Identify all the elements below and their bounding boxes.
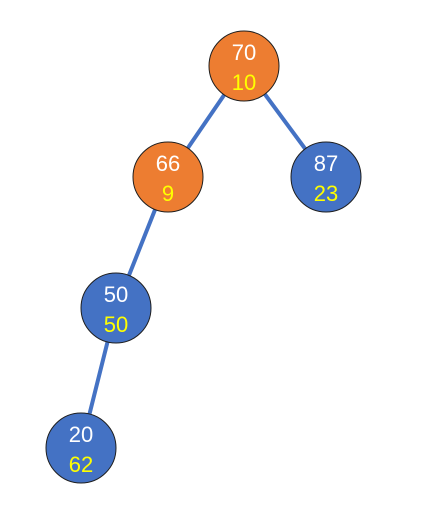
node-priority-label: 10 — [232, 70, 256, 95]
edges-layer — [79, 64, 328, 449]
node-circle — [290, 141, 362, 213]
node-key-label: 50 — [104, 282, 128, 307]
node-priority-label: 50 — [104, 312, 128, 337]
node-circle — [45, 412, 117, 484]
node-priority-label: 62 — [69, 452, 93, 477]
node-key-label: 66 — [156, 151, 180, 176]
node-key-label: 70 — [232, 40, 256, 65]
node-priority-label: 23 — [314, 181, 338, 206]
node-key-label: 87 — [314, 151, 338, 176]
node-priority-label: 9 — [162, 181, 174, 206]
node-circle — [208, 30, 280, 102]
node-circle — [132, 141, 204, 213]
node-circle — [80, 272, 152, 344]
node-key-label: 20 — [69, 422, 93, 447]
tree-node-66: 669 — [132, 141, 204, 213]
